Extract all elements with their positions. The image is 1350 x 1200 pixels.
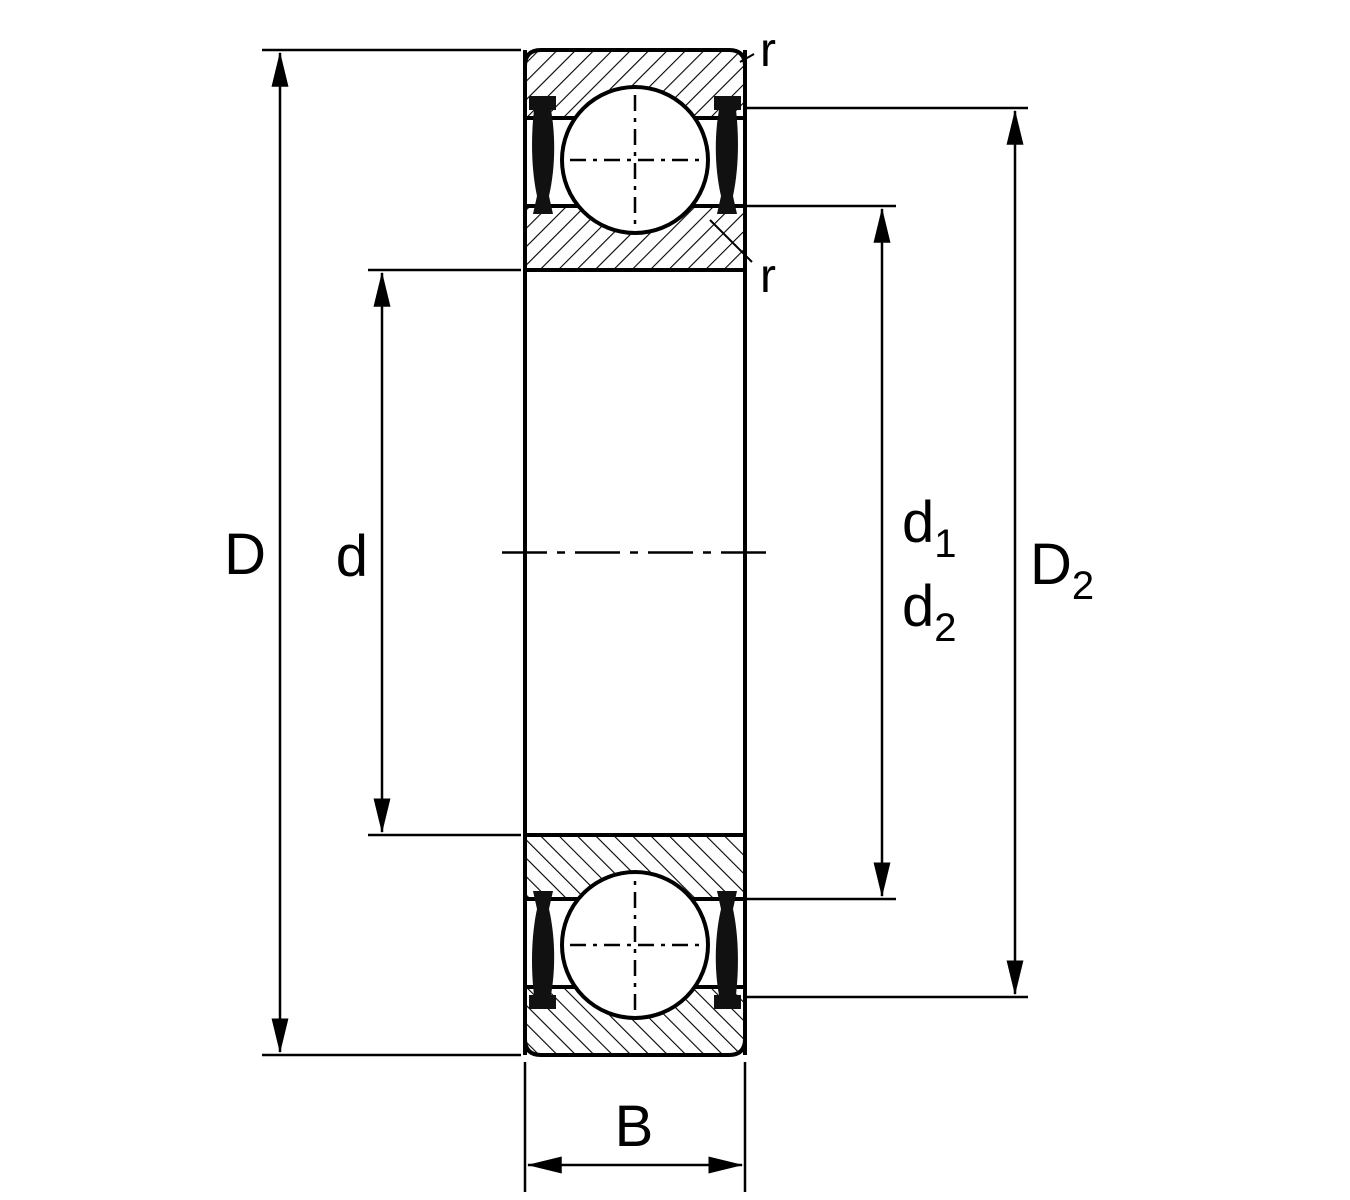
- label-D2-base: D: [1030, 532, 1072, 597]
- dimension-D: D: [224, 48, 521, 1057]
- label-d1: d1: [902, 490, 957, 566]
- label-d2-sub: 2: [934, 606, 956, 650]
- radius-annotations: r r: [709, 24, 776, 303]
- label-D: D: [224, 522, 266, 587]
- label-d1-base: d: [902, 490, 934, 555]
- outer-ring-section: [523, 48, 747, 120]
- label-d2-base: d: [902, 574, 934, 639]
- label-B: B: [615, 1094, 654, 1159]
- label-d: d: [336, 524, 368, 589]
- dimension-d1-d2: d1 d2: [747, 204, 957, 901]
- label-r-inner: r: [760, 250, 776, 303]
- label-r-outer: r: [760, 24, 776, 77]
- leader-r-inner: [709, 219, 753, 263]
- label-d1-sub: 1: [934, 522, 956, 566]
- label-D2-sub: 2: [1072, 564, 1094, 608]
- bearing-section-bottom: [525, 835, 745, 1055]
- seal-left: [529, 96, 556, 214]
- ball: [560, 85, 710, 235]
- label-D2: D2: [1030, 532, 1094, 608]
- leader-r-outer: [739, 53, 755, 63]
- label-d2: d2: [902, 574, 957, 650]
- dimension-d: d: [336, 268, 521, 837]
- bearing-section-top: [523, 48, 747, 272]
- dimension-B: B: [523, 1062, 747, 1192]
- dimension-D2: D2: [747, 106, 1094, 999]
